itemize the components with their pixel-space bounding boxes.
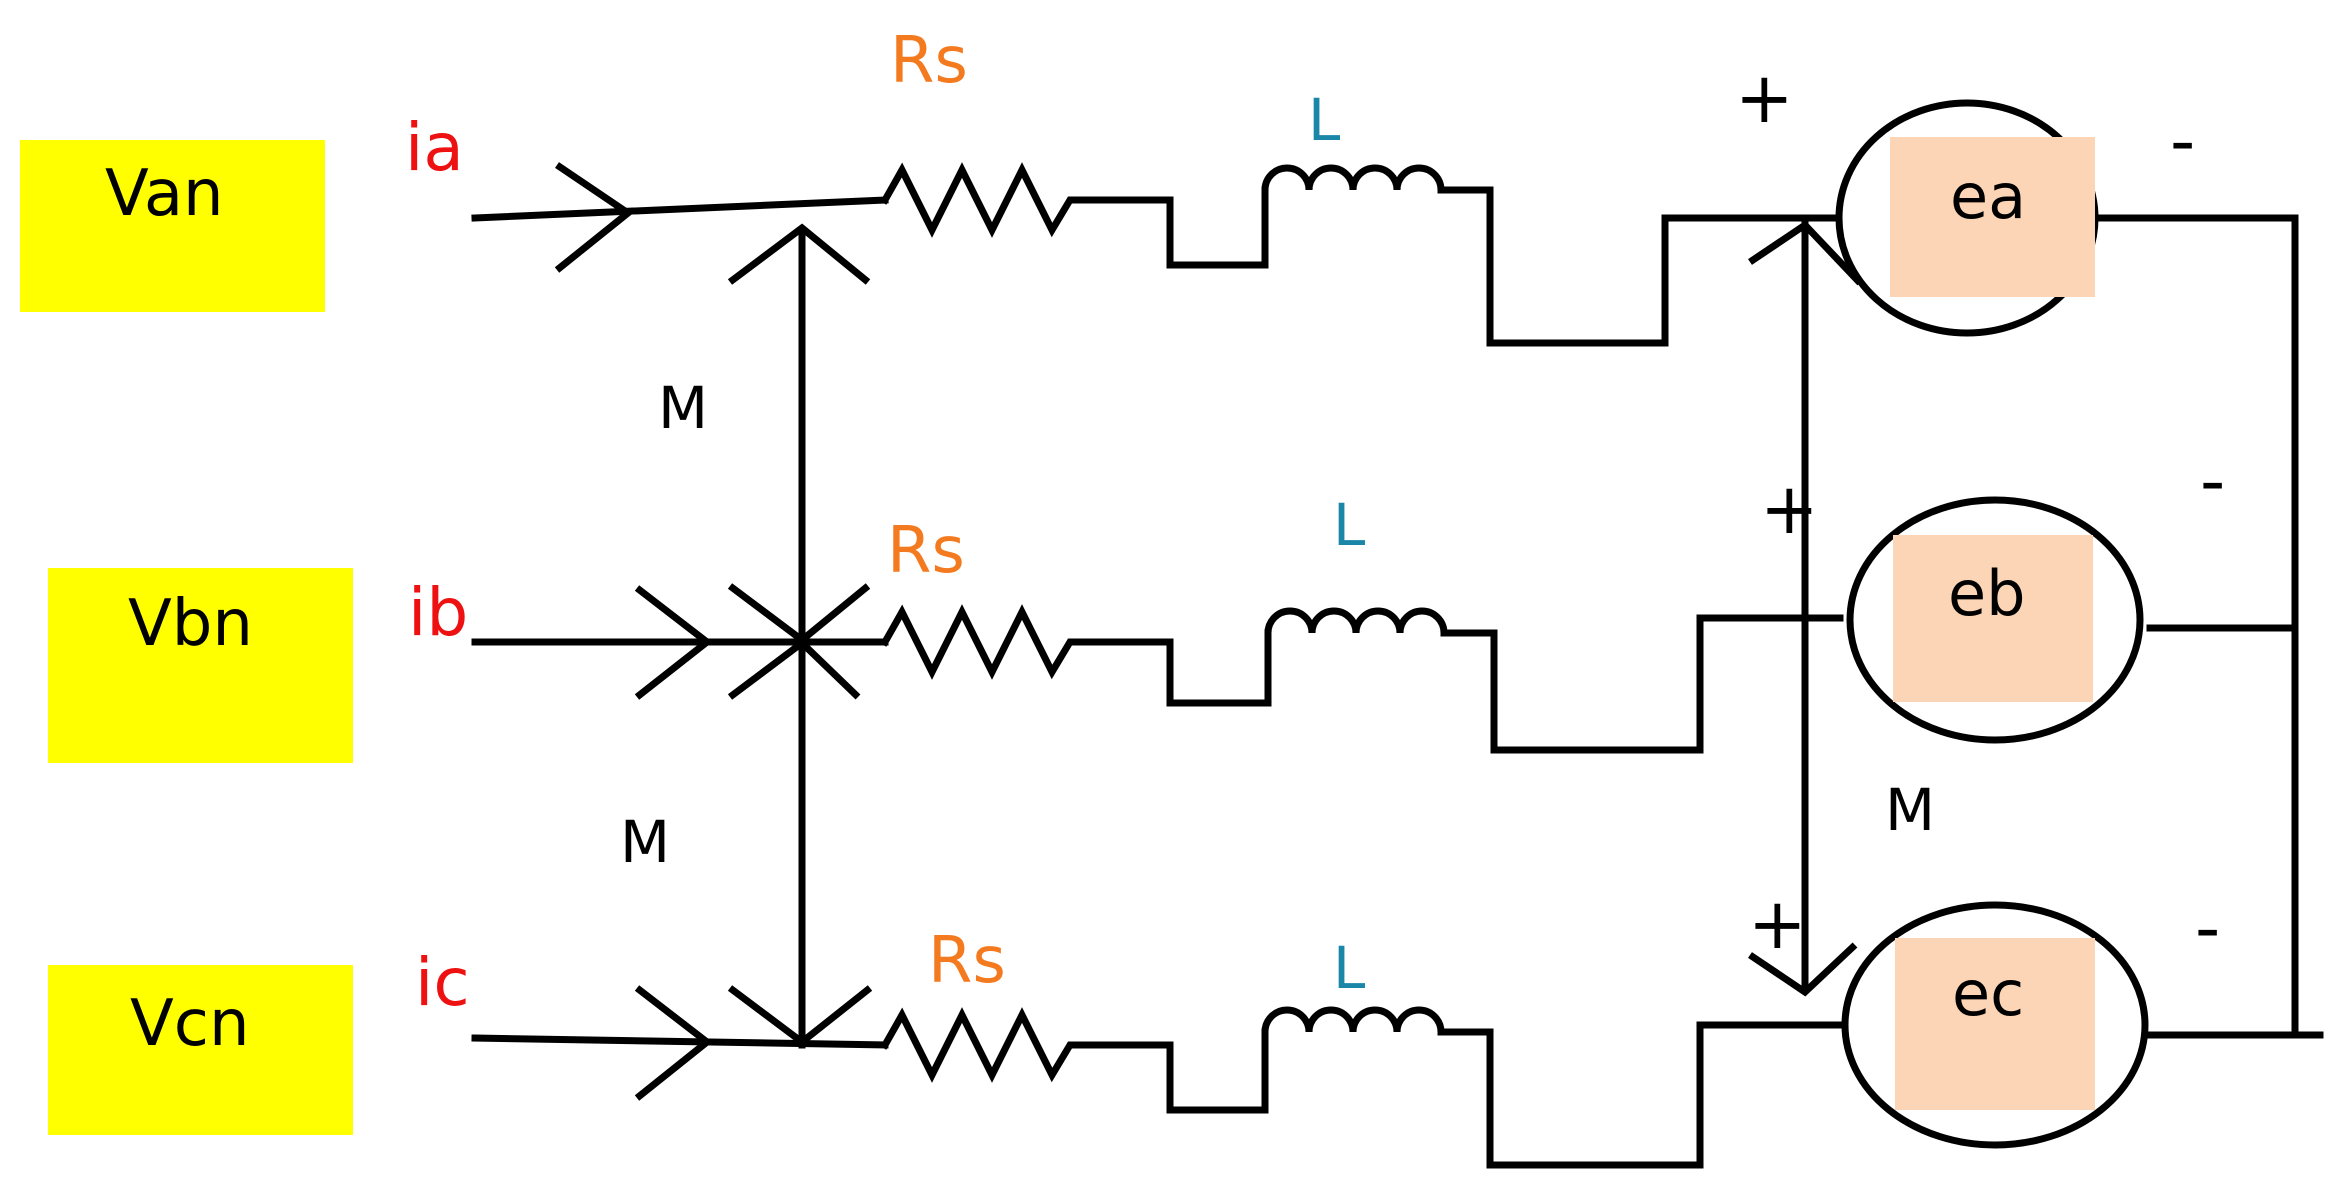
source-label-a: Van: [105, 157, 224, 231]
mutual-arrow-up-left: [727, 223, 871, 285]
source-box-b: [48, 568, 353, 763]
phase-b-branch: [471, 604, 1844, 754]
emf-source-c: ec: [1841, 901, 2149, 1149]
minus-sign-b: -: [2200, 440, 2225, 522]
emf-source-a: ea: [1835, 99, 2099, 337]
current-label-c: ic: [415, 944, 470, 1021]
arrow-ic: [634, 985, 713, 1101]
resistor-label-a: Rs: [890, 24, 968, 98]
plus-sign-c: +: [1748, 883, 1807, 965]
emf-label-b: eb: [1948, 557, 2026, 630]
inductor-label-c: L: [1333, 934, 1365, 1002]
emf-label-a: ea: [1950, 160, 2026, 233]
resistor-label-c: Rs: [928, 924, 1006, 998]
mutual-label-right: M: [1885, 776, 1935, 844]
phase-a-branch: [471, 162, 1844, 347]
source-box-c: [48, 965, 353, 1135]
emf-label-c: ec: [1952, 957, 2024, 1030]
emf-box-b: [1893, 535, 2093, 702]
emf-source-b: eb: [1846, 496, 2144, 744]
arrow-ib: [634, 585, 713, 700]
plus-sign-b: +: [1760, 468, 1819, 550]
mutual-arrow-down-c: [727, 985, 873, 1047]
plus-sign-a: +: [1735, 57, 1794, 139]
mutual-label-bc: M: [620, 808, 670, 876]
current-label-a: ia: [405, 109, 464, 186]
mutual-arrow-up-right: [1748, 220, 1863, 286]
minus-sign-a: -: [2170, 100, 2195, 182]
resistor-label-b: Rs: [887, 514, 965, 588]
minus-sign-c: -: [2195, 887, 2220, 969]
source-label-b: Vbn: [128, 587, 253, 661]
emf-box-a: [1890, 137, 2095, 297]
source-label-c: Vcn: [130, 987, 250, 1061]
mutual-arrow-up-b: [727, 638, 861, 700]
mutual-arrow-down-right: [1748, 942, 1858, 997]
emf-box-c: [1895, 938, 2095, 1110]
phase-c-branch: [471, 1006, 1844, 1169]
arrow-ia: [554, 162, 634, 273]
current-label-b: ib: [408, 574, 468, 651]
inductor-label-a: L: [1308, 86, 1340, 154]
mutual-label-ab: M: [658, 374, 708, 442]
inductor-label-b: L: [1333, 491, 1365, 559]
source-box-a: [20, 140, 325, 312]
